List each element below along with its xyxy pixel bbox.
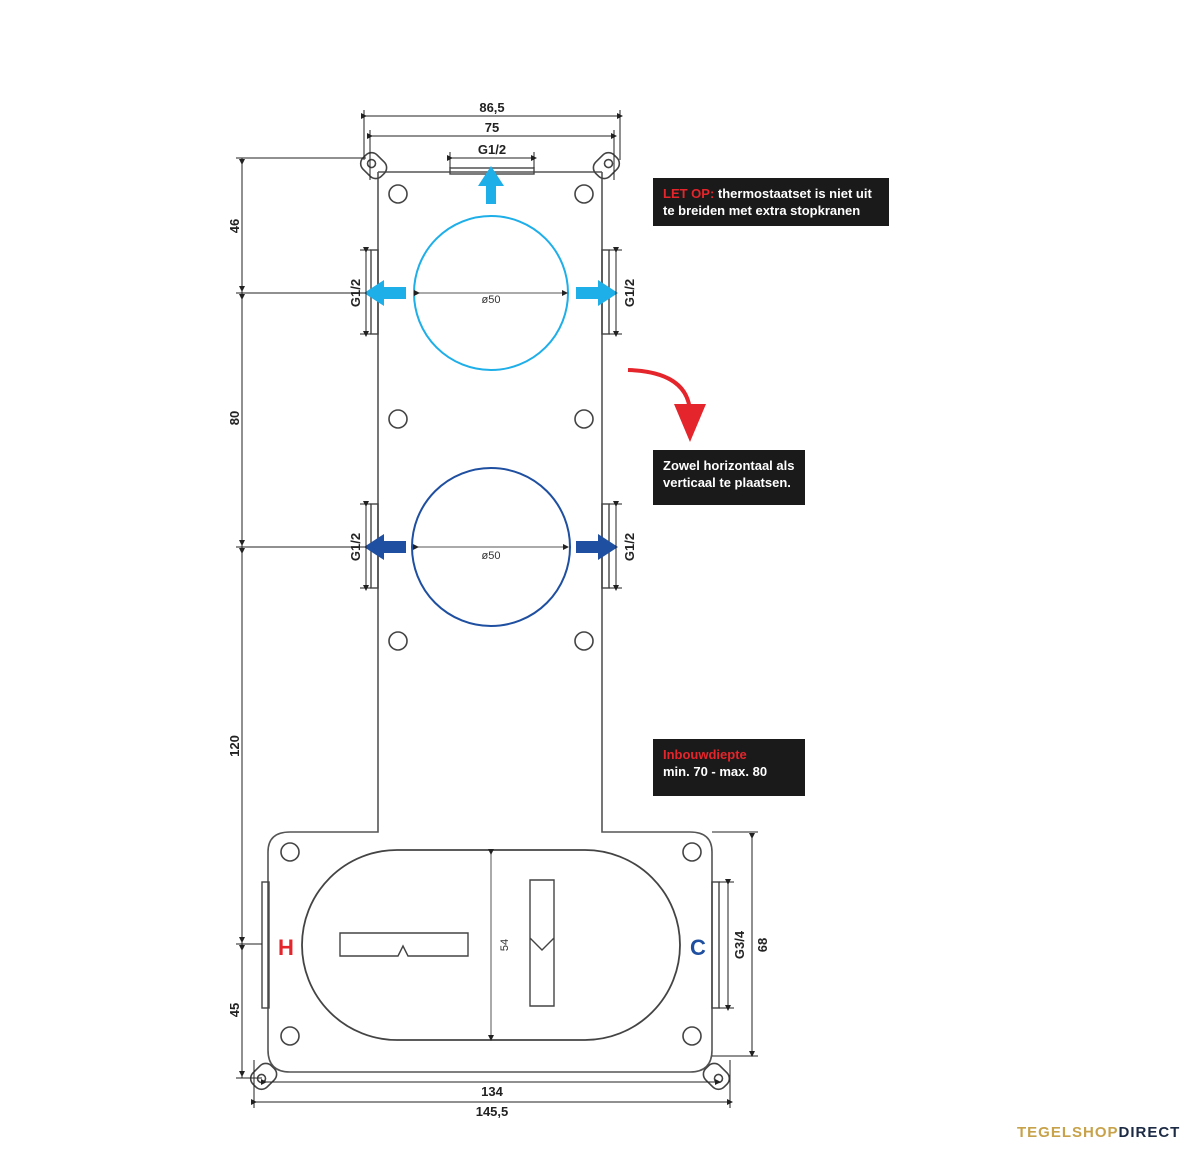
screw-holes bbox=[280, 184, 702, 1046]
arrow-left-icon bbox=[364, 280, 406, 306]
dim-top-outer: 86,5 bbox=[479, 100, 504, 115]
dim-side-upper-left: G1/2 bbox=[348, 279, 363, 307]
light-blue-arrows bbox=[364, 166, 618, 306]
lower-diameter-label: ø50 bbox=[482, 550, 501, 562]
dim-left-46: 46 bbox=[227, 219, 242, 233]
dim-left-120: 120 bbox=[227, 735, 242, 757]
mounting-body bbox=[267, 171, 713, 1073]
dim-top-inner: 75 bbox=[485, 120, 499, 135]
dim-side-upper-right: G1/2 bbox=[622, 279, 637, 307]
warning-prefix: LET OP: bbox=[663, 186, 715, 201]
dim-base-outer: 145,5 bbox=[476, 1104, 509, 1119]
depth-note: Inbouwdiepte min. 70 - max. 80 bbox=[653, 739, 805, 796]
dim-left-80: 80 bbox=[227, 411, 242, 425]
arrow-left-dark-icon bbox=[364, 534, 406, 560]
warning-line1: thermostaatset is niet uit bbox=[717, 186, 872, 201]
orientation-note: Zowel horizontaal als verticaal te plaat… bbox=[653, 450, 805, 505]
warning-line2: te breiden met extra stopkranen bbox=[663, 203, 861, 218]
lower-valve-circle bbox=[411, 467, 571, 627]
upper-diameter-label: ø50 bbox=[482, 294, 501, 306]
brand-part1: TEGELSHOP bbox=[1017, 1124, 1119, 1141]
depth-title: Inbouwdiepte bbox=[663, 747, 747, 762]
warning-note: LET OP: thermostaatset is niet uit te br… bbox=[653, 178, 889, 226]
arrow-up-icon bbox=[478, 166, 504, 204]
arrow-right-icon bbox=[576, 280, 618, 306]
dark-blue-arrows bbox=[364, 534, 618, 560]
dim-left-45: 45 bbox=[227, 1003, 242, 1017]
mounting-lugs bbox=[249, 151, 731, 1091]
orientation-line1: Zowel horizontaal als bbox=[663, 458, 795, 473]
hot-label: H bbox=[278, 935, 294, 960]
cold-label: C bbox=[690, 935, 706, 960]
dim-side-lower-left: G1/2 bbox=[348, 533, 363, 561]
depth-value: min. 70 - max. 80 bbox=[663, 764, 768, 779]
brand-part2: DIRECT bbox=[1118, 1124, 1181, 1141]
dim-inlet-thread: G3/4 bbox=[732, 930, 747, 959]
hot-lever-slot bbox=[339, 932, 469, 957]
dim-base-height: 68 bbox=[755, 938, 770, 952]
orientation-line2: verticaal te plaatsen. bbox=[663, 475, 791, 490]
rotate-arrow-icon bbox=[627, 368, 706, 442]
arrow-right-dark-icon bbox=[576, 534, 618, 560]
body-height-label: 54 bbox=[499, 939, 511, 951]
dim-side-lower-right: G1/2 bbox=[622, 533, 637, 561]
dim-top-outlet: G1/2 bbox=[478, 142, 506, 157]
dim-base-inner: 134 bbox=[481, 1084, 503, 1099]
cold-lever-slot bbox=[529, 879, 555, 1007]
dimension-lines bbox=[236, 110, 758, 1108]
brand-logo: TEGELSHOPDIRECT bbox=[1017, 1124, 1180, 1141]
